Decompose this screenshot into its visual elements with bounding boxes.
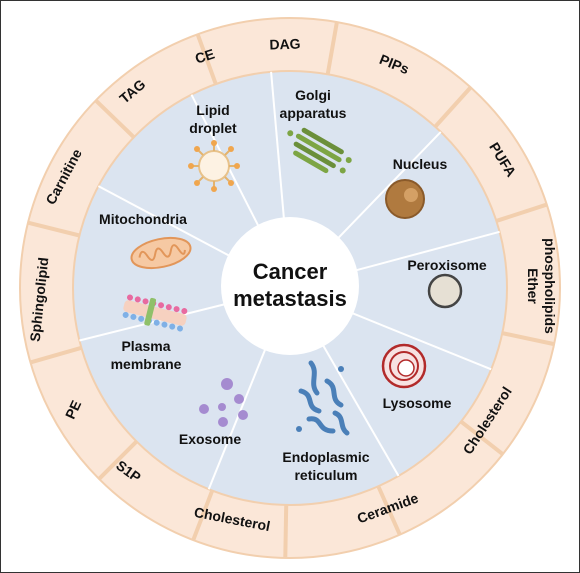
- organelle-spoke: [347, 230, 500, 274]
- ring-divider: [325, 21, 339, 75]
- organelle-spoke: [270, 71, 286, 229]
- ring-divider: [97, 440, 138, 481]
- center-title-line1: Cancer: [253, 259, 328, 284]
- organelle-spoke: [207, 343, 269, 490]
- plasma-membrane-icon: [122, 294, 188, 332]
- center-title-line2: metastasis: [233, 286, 347, 311]
- ring-label-ce: CE: [193, 45, 216, 66]
- ring-dividers: [27, 21, 555, 558]
- organelle-label-nucleus: Nucleus: [393, 156, 448, 172]
- organelle-label-lysosome: Lysosome: [383, 395, 452, 411]
- organelle-label-exosome: Exosome: [179, 431, 241, 447]
- ring-divider: [376, 485, 402, 536]
- ring-label-phospholipids: phospholipids: [542, 238, 558, 334]
- er-icon: [296, 360, 350, 436]
- organelle-label-lipid-1: Lipid: [196, 102, 229, 118]
- organelle-spoke: [97, 185, 238, 261]
- organelle-label-er-1: Endoplasmic: [282, 449, 369, 465]
- ring-divider: [495, 202, 548, 223]
- ring-label-pe: PE: [62, 398, 84, 422]
- organelle-spoke: [330, 131, 442, 246]
- ring-divider: [459, 420, 504, 456]
- lysosome-icon: [381, 343, 427, 389]
- ring-divider: [191, 489, 215, 541]
- ring-divider: [501, 331, 555, 347]
- mitochondria-icon: [130, 236, 192, 270]
- organelle-spoke: [319, 339, 400, 477]
- ring-divider: [283, 504, 289, 558]
- organelle-label-er-2: reticulum: [294, 467, 357, 483]
- organelle-label-mitochondria: Mitochondria: [99, 211, 187, 227]
- organelle-label-plasma-2: membrane: [111, 356, 182, 372]
- lipid-droplet-icon: [188, 140, 240, 192]
- organelle-label-golgi-2: apparatus: [280, 105, 347, 121]
- ring-divider: [94, 99, 136, 139]
- ring-divider: [29, 345, 82, 365]
- organelle-label-golgi-1: Golgi: [295, 87, 331, 103]
- organelle-spokes: [79, 71, 500, 490]
- ring-label-ether: Ether: [525, 268, 541, 304]
- nucleus-icon: [385, 179, 425, 219]
- peroxisome-icon: [427, 273, 463, 309]
- golgi-icon: [287, 127, 352, 174]
- ring-divider: [27, 220, 80, 238]
- ring-label-dag: DAG: [269, 35, 301, 52]
- center-circle: [221, 217, 359, 355]
- organelle-label-plasma-1: Plasma: [121, 338, 170, 354]
- organelle-spoke: [345, 309, 492, 371]
- ring-divider: [433, 86, 473, 129]
- organelle-label-lipid-2: droplet: [189, 120, 237, 136]
- exosome-icon: [199, 378, 248, 427]
- ring-divider: [195, 33, 218, 85]
- organelle-label-peroxisome: Peroxisome: [407, 257, 487, 273]
